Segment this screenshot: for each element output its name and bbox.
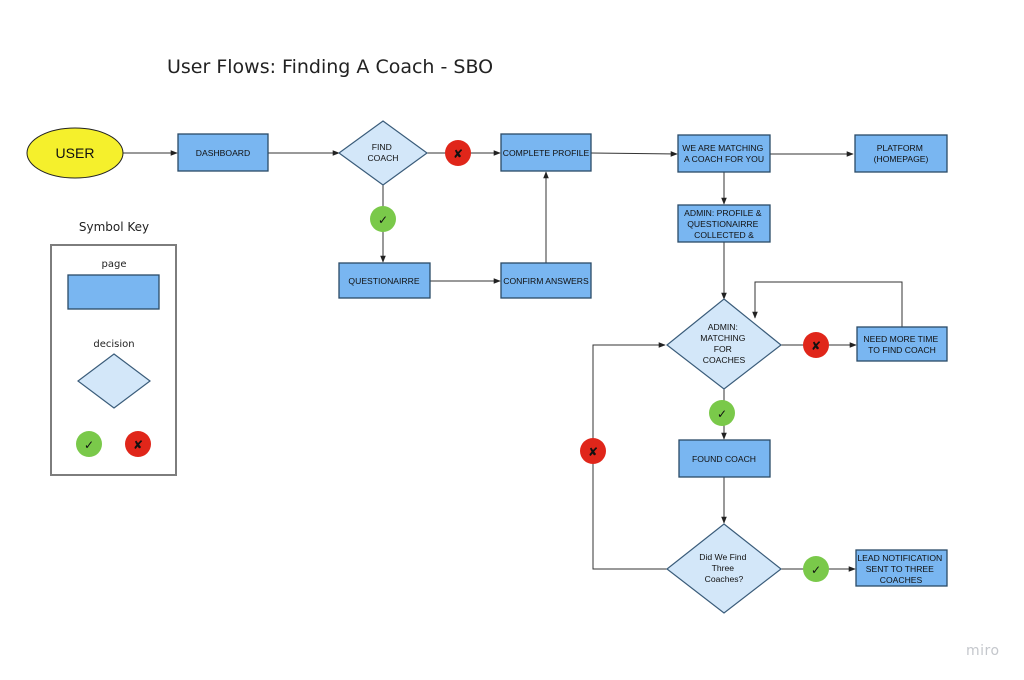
svg-text:FIND COACH: FIND COACH	[367, 142, 398, 163]
svg-text:QUESTIONAIRRE: QUESTIONAIRRE	[348, 276, 419, 286]
svg-text:ADMIN: MATCHING FO: ADMIN: MATCHING FOR COACHES	[700, 322, 748, 365]
decision-admin-matching-label-1: ADMIN:	[708, 322, 738, 332]
svg-text:PLATFORM (HOMEPAGE): PLATFORM (HOMEPAGE)	[874, 143, 929, 164]
page-title: User Flows: Finding A Coach - SBO	[167, 56, 494, 78]
page-dashboard-label: DASHBOARD	[196, 148, 250, 158]
page-confirm-label: CONFIRM ANSWERS	[503, 276, 589, 286]
symbol-key: Symbol Key page decision ✓ ✘	[50, 220, 177, 476]
page-confirm-answers: CONFIRM ANSWERS	[500, 262, 592, 299]
svg-text:FOUND COACH: FOUND COACH	[692, 454, 756, 464]
key-yes-mark: ✓	[84, 438, 94, 452]
page-admin-profile-label-3: COLLECTED &	[694, 230, 754, 240]
page-matching: WE ARE MATCHING A COACH FOR YOU	[677, 134, 771, 173]
page-complete-profile-label: COMPLETE PROFILE	[503, 148, 590, 158]
page-admin-profile-label-2: QUESTIONAIRRE	[687, 219, 758, 229]
decision-did-we-find-label-3: Coaches?	[705, 574, 744, 584]
page-lead-label-3: COACHES	[880, 575, 923, 585]
decision-find-coach: FIND COACH	[337, 120, 429, 186]
svg-text:DASHBOARD: DASHBOARD	[196, 148, 250, 158]
symbol-key-frame	[50, 244, 177, 476]
svg-text:NEED MORE TIME TO FIND C: NEED MORE TIME TO FIND COACH	[863, 334, 940, 355]
svg-text:Did We Find Three: Did We Find Three Coaches?	[699, 552, 749, 584]
page-found-label: FOUND COACH	[692, 454, 756, 464]
page-need-time-label-1: NEED MORE TIME	[863, 334, 938, 344]
badge-no-mark: ✘	[588, 445, 598, 459]
decision-find-coach-label-2: COACH	[367, 153, 398, 163]
key-decision-swatch	[77, 353, 151, 409]
badge-yes-mark: ✓	[378, 213, 388, 227]
badge-no-mark: ✘	[811, 339, 821, 353]
user-ellipse	[26, 127, 124, 179]
page-platform-label-2: (HOMEPAGE)	[874, 154, 929, 164]
page-platform-label-1: PLATFORM	[877, 143, 923, 153]
key-decision-label: decision	[93, 339, 134, 350]
page-found-coach: FOUND COACH	[678, 439, 771, 478]
page-dashboard: DASHBOARD	[177, 133, 269, 172]
decision-admin-matching-label-4: COACHES	[703, 355, 746, 365]
decision-admin-matching: ADMIN: MATCHING FOR COACHES	[666, 298, 782, 390]
flow-edges	[123, 150, 903, 572]
key-no-mark: ✘	[133, 438, 143, 452]
cross-icon: ✘	[580, 438, 606, 464]
key-page-label: page	[102, 259, 127, 270]
check-icon: ✓	[370, 206, 396, 232]
svg-text:COMPLETE PROFILE: COMPLETE PROFILE	[503, 148, 590, 158]
page-admin-profile-label-1: ADMIN: PROFILE &	[684, 208, 762, 218]
page-lead-label-1: LEAD NOTIFICATION	[857, 553, 942, 563]
page-lead-notification: LEAD NOTIFICATION SENT TO THREE COACHES	[855, 549, 948, 587]
svg-text:LEAD NOTIFICATION SENT T: LEAD NOTIFICATION SENT TO THREE COACHES	[857, 553, 944, 585]
cross-icon: ✘	[125, 431, 151, 457]
page-complete-profile: COMPLETE PROFILE	[500, 133, 592, 172]
svg-text:CONFIRM ANSWERS: CONFIRM ANSWERS	[503, 276, 589, 286]
badge-yes-mark: ✓	[717, 407, 727, 421]
check-icon: ✓	[709, 400, 735, 426]
decision-did-we-find-label-2: Three	[712, 563, 735, 573]
page-need-time-label-2: TO FIND COACH	[868, 345, 936, 355]
page-platform: PLATFORM (HOMEPAGE)	[854, 134, 948, 173]
symbol-key-title: Symbol Key	[79, 220, 149, 234]
svg-text:ADMIN: PROFILE & QUESTIO: ADMIN: PROFILE & QUESTIONAIRRE COLLECTED…	[684, 208, 764, 240]
decision-did-we-find-label-1: Did We Find	[699, 552, 746, 562]
page-need-more-time: NEED MORE TIME TO FIND COACH	[856, 326, 948, 362]
edge-complete-profile-matching	[590, 151, 678, 157]
svg-text:WE ARE MATCHING A COACH: WE ARE MATCHING A COACH FOR YOU	[682, 143, 765, 164]
miro-watermark: miro	[966, 643, 1000, 659]
key-page-swatch	[67, 274, 160, 310]
page-questionaire: QUESTIONAIRRE	[338, 262, 431, 299]
decision-find-coach-label-1: FIND	[372, 142, 392, 152]
check-icon: ✓	[76, 431, 102, 457]
badge-no-mark: ✘	[453, 147, 463, 161]
check-icon: ✓	[803, 556, 829, 582]
decision-did-we-find: Did We Find Three Coaches?	[666, 523, 782, 614]
user-label: USER	[56, 145, 95, 161]
cross-icon: ✘	[445, 140, 471, 166]
edge-need-time-loop-back	[752, 281, 903, 327]
page-matching-label-1: WE ARE MATCHING	[682, 143, 763, 153]
page-admin-profile: ADMIN: PROFILE & QUESTIONAIRRE COLLECTED…	[677, 204, 771, 243]
badge-yes-mark: ✓	[811, 563, 821, 577]
cross-icon: ✘	[803, 332, 829, 358]
page-lead-label-2: SENT TO THREE	[866, 564, 934, 574]
page-matching-label-2: A COACH FOR YOU	[684, 154, 764, 164]
page-questionaire-label: QUESTIONAIRRE	[348, 276, 419, 286]
start-user-node: USER	[26, 127, 124, 179]
decision-admin-matching-label-2: MATCHING	[700, 333, 746, 343]
decision-admin-matching-label-3: FOR	[714, 344, 732, 354]
